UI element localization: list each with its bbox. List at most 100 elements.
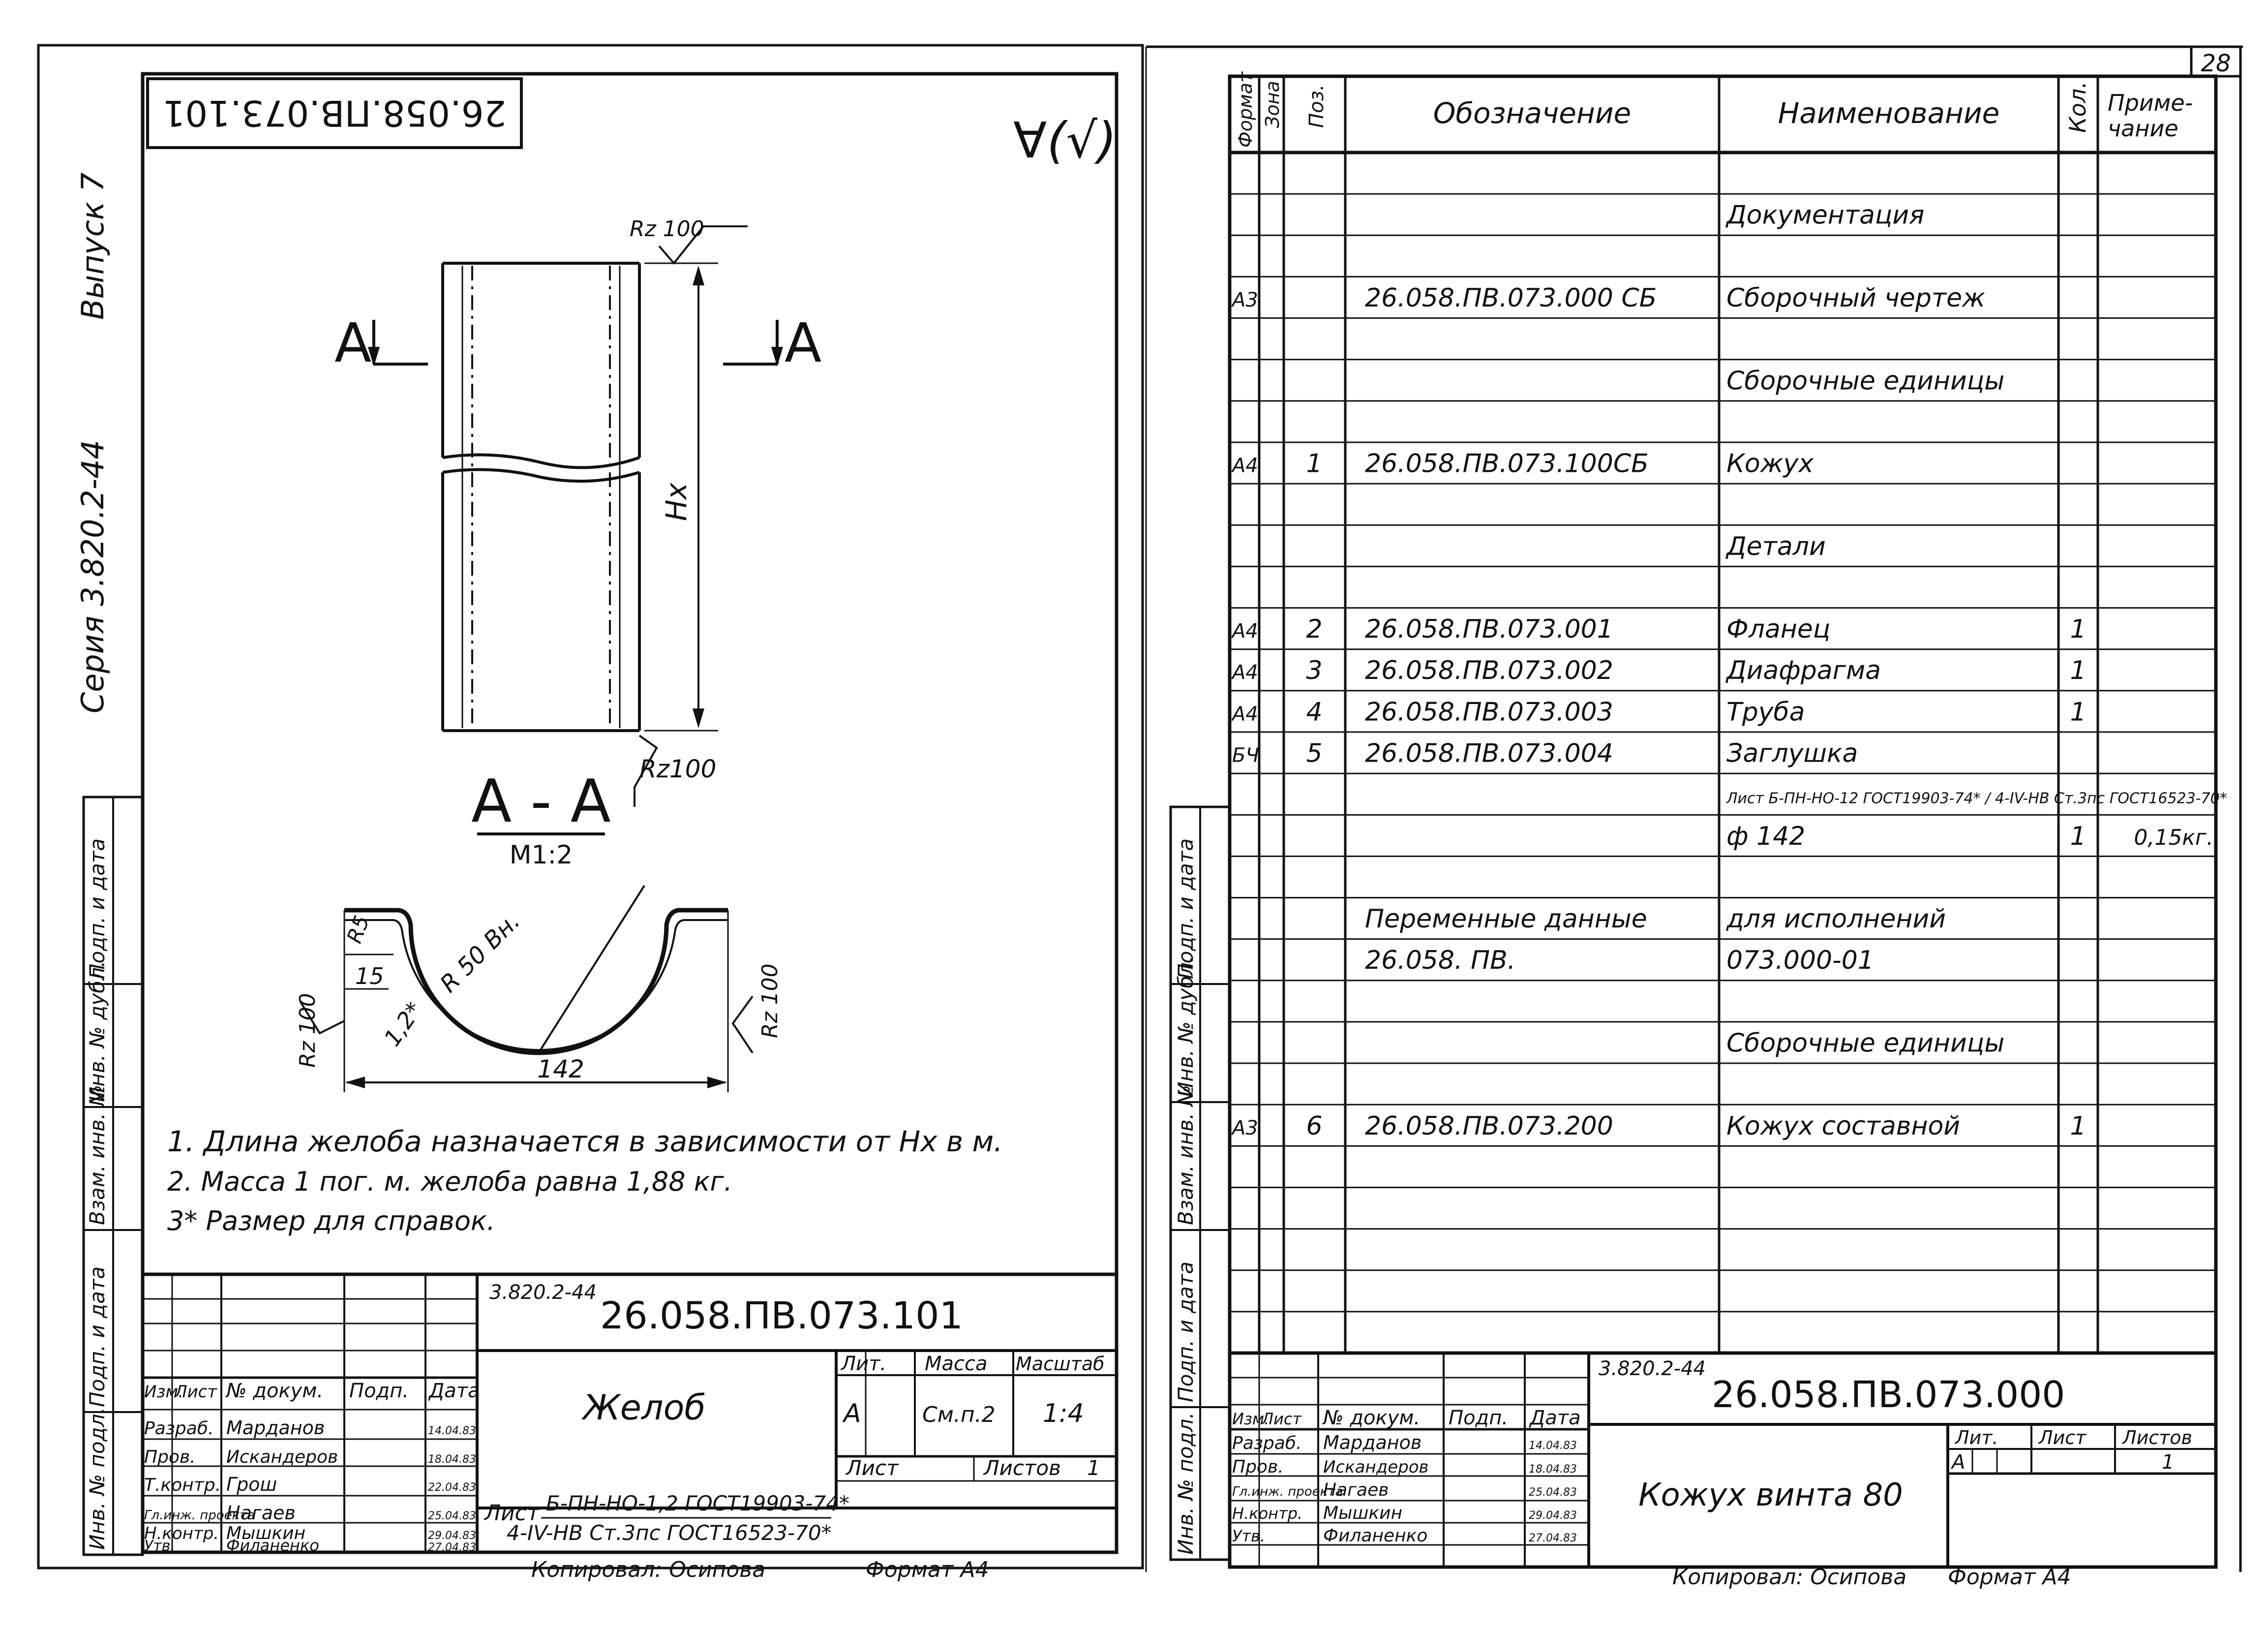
tb-left-name-2: Искандеров [226, 1447, 338, 1467]
tb-left-material-1: Б-ПН-НО-1,2 ГОСТ19903-74* [546, 1491, 849, 1515]
table-cell-designation: 26.058.ПВ.073.004 [1365, 739, 1613, 769]
tb-left-sheet-label: Лист [845, 1456, 899, 1480]
tb-right-sheets-label: Листов [2121, 1427, 2192, 1448]
tb-right-sheets-value: 1 [2162, 1451, 2174, 1474]
tb-left-name-5: Мышкин [226, 1523, 305, 1543]
tb-right-name-1: Марданов [1323, 1432, 1421, 1453]
left-title-block: Изм. Лист № докум. Подп. Дата Разраб. Ма… [141, 1272, 1119, 1555]
table-cell-format: БЧ [1232, 744, 1259, 767]
tb-left-role-6: Утв. [144, 1538, 175, 1555]
table-cell-format: А3 [1231, 1117, 1258, 1139]
table-cell-name: Документация [1725, 201, 1924, 230]
col-header-designation: Обозначение [1433, 96, 1631, 130]
roughness-top: Rz 100 [630, 216, 704, 242]
tb-right-name-5: Филаненко [1323, 1526, 1427, 1546]
right-side-cell-3: Взам. инв. № [1174, 1085, 1198, 1225]
tb-left-scale-label: Масштаб [1016, 1353, 1105, 1375]
left-side-cell-5: Инв. № подл. [85, 1407, 109, 1550]
col-header-note: Приме-чание [2108, 90, 2193, 142]
right-side-cell-5: Инв. № подл. [1174, 1412, 1198, 1555]
tb-right-date-5: 27.04.83 [1529, 1532, 1577, 1544]
tb-left-header-izm: Изм. [144, 1382, 183, 1402]
table-cell-designation: 26.058.ПВ.073.003 [1365, 697, 1613, 727]
tb-left-date-6: 27.04.83 [428, 1541, 476, 1554]
right-title-block: Изм. Лист № докум. Подп. Дата Разраб. Ма… [1230, 1353, 2216, 1567]
right-copied: Копировал: Осипова [1672, 1565, 1906, 1590]
tb-left-mass-value: См.п.2 [922, 1402, 996, 1427]
table-cell-name: Кожух составной [1726, 1111, 1960, 1141]
tb-right-header-doc: № докум. [1322, 1407, 1420, 1429]
tb-right-lit-label: Лит. [1954, 1427, 1998, 1448]
spec-table: Формат Зона Поз. Обозначение Наименовани… [1230, 71, 2227, 1355]
tb-right-date-2: 18.04.83 [1529, 1463, 1577, 1476]
left-sheet-border [37, 44, 1144, 1569]
tb-left-material-prefix: Лист [484, 1501, 540, 1526]
left-sheet: Серия 3.820.2-44 Выпуск 7 Подп. и дата И… [37, 44, 1144, 1582]
left-side-cell-2: Инв. № дубл. [85, 961, 109, 1102]
table-cell-format: А4 [1231, 661, 1258, 684]
roughness-left: Rz 100 [295, 993, 320, 1068]
left-format: Формат А4 [866, 1557, 989, 1582]
table-cell-designation: 26.058.ПВ.073.100СБ [1365, 449, 1649, 479]
table-cell-name: Фланец [1726, 615, 1830, 644]
table-cell-name: Кожух [1726, 449, 1814, 479]
table-cell-name: для исполнений [1726, 904, 1946, 934]
tb-right-date-3: 25.04.83 [1529, 1486, 1577, 1499]
right-sheet: Подп. и дата Инв. № дубл. Взам. инв. № П… [1145, 45, 2243, 1590]
tb-left-name: Желоб [581, 1387, 705, 1428]
table-row: Документация [1725, 201, 1924, 230]
section-aa: А - А М1:2 142 R 50 Вн. R5 15 1,2* Rz 10… [295, 768, 783, 1092]
stamp-code-box: 26.058.ПВ.073.101 [146, 77, 523, 149]
tb-left-name-4: Нагаев [226, 1502, 296, 1524]
left-side-cell-1: Подп. и дата [85, 838, 109, 979]
tb-left-date-1: 14.04.83 [428, 1425, 476, 1437]
left-copied: Копировал: Осипова [531, 1557, 765, 1582]
section-arrow-left: А [334, 311, 371, 374]
page-number: 28 [2201, 50, 2231, 77]
table-cell-pos: 6 [1306, 1111, 1322, 1141]
tb-left-material-2: 4-IV-НВ Ст.3пс ГОСТ16523-70* [507, 1521, 832, 1545]
left-side-issue: Выпуск 7 [75, 173, 111, 320]
notes: 1. Длина желоба назначается в зависимост… [167, 1125, 1003, 1236]
tb-left-date-3: 22.04.83 [428, 1481, 476, 1494]
table-cell-name: Сборочный чертеж [1726, 283, 1985, 313]
section-scale: М1:2 [510, 840, 573, 870]
tb-right-role-5: Утв. [1232, 1527, 1265, 1545]
table-cell-name: Детали [1725, 532, 1826, 561]
right-side-cell-4: Подп. и дата [1174, 1262, 1198, 1402]
table-cell-qty: 1 [2070, 615, 2086, 644]
tb-right-header-sign: Подп. [1449, 1407, 1508, 1429]
table-cell-format: А4 [1231, 620, 1258, 643]
table-row: А4 2 26.058.ПВ.073.001 Фланец 1 [1231, 615, 2087, 644]
left-side-cell-4: Подп. и дата [85, 1266, 109, 1407]
tb-left-date-4: 25.04.83 [428, 1510, 476, 1522]
col-header-format: Формат [1235, 71, 1256, 148]
table-row: 26.058. ПВ.073.000-01 [1365, 946, 1874, 975]
dim-r5: R5 [342, 912, 374, 946]
table-cell-pos: 2 [1306, 615, 1322, 644]
right-format: Формат А4 [1948, 1565, 2071, 1590]
table-row: Сборочные единицы [1726, 1028, 2004, 1058]
col-header-zone: Зона [1262, 81, 1283, 128]
tb-right-name-3: Нагаев [1323, 1480, 1389, 1500]
table-cell-pos: 5 [1306, 739, 1322, 769]
tb-left-name-1: Марданов [226, 1417, 325, 1439]
tb-right-header-list: Лист [1261, 1410, 1302, 1428]
tb-right-name-2: Искандеров [1323, 1457, 1429, 1477]
tb-left-sheets-value: 1 [1087, 1456, 1100, 1480]
table-cell-name: 073.000-01 [1726, 946, 1874, 975]
table-cell-note: 0,15кг. [2134, 825, 2213, 850]
roughness-bottom: Rz100 [639, 755, 716, 783]
left-side-strip: Подп. и дата Инв. № дубл. Взам. инв. № П… [82, 796, 144, 1556]
tb-left-scale-value: 1:4 [1043, 1399, 1084, 1428]
table-cell-name: ф 142 [1726, 822, 1805, 851]
table-row: Детали [1725, 532, 1826, 561]
col-header-name: Наименование [1778, 96, 2000, 130]
table-cell-designation: 26.058.ПВ.073.001 [1365, 615, 1613, 644]
tb-right-sheet-label: Лист [2038, 1427, 2087, 1448]
